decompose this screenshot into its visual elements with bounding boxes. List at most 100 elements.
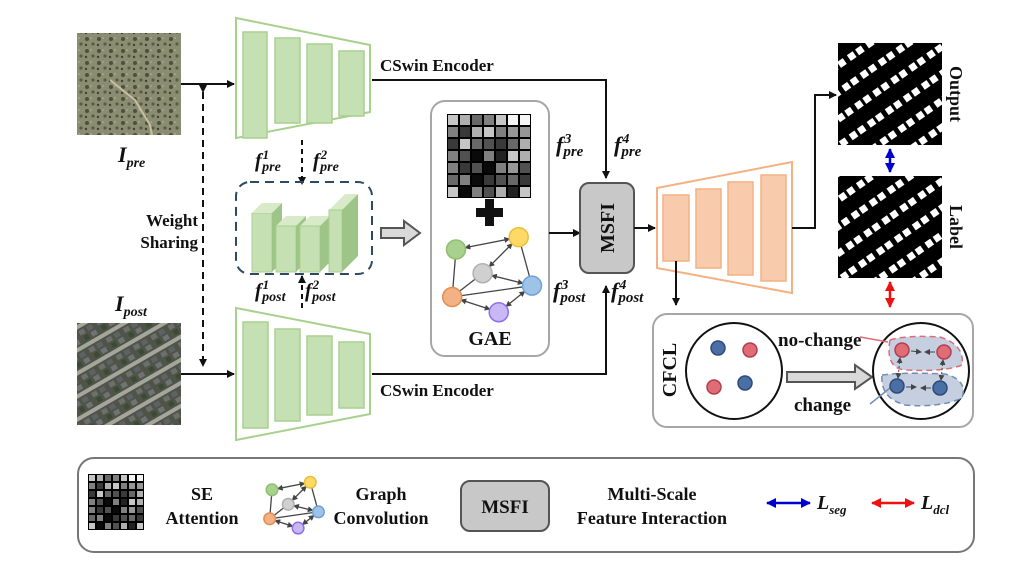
matrix-cell bbox=[484, 139, 494, 149]
graph-node bbox=[521, 275, 543, 296]
legend-graph-label-2: Convolution bbox=[333, 508, 428, 528]
matrix-cell bbox=[484, 151, 494, 161]
matrix-cell bbox=[448, 187, 458, 197]
matrix-cell bbox=[472, 139, 482, 149]
post-image-label: Ipost bbox=[114, 291, 148, 320]
post-image bbox=[77, 323, 181, 425]
graph-edge bbox=[464, 237, 511, 250]
matrix-cell bbox=[97, 507, 103, 513]
matrix-cell bbox=[460, 151, 470, 161]
matrix-cell bbox=[484, 127, 494, 137]
matrix-cell bbox=[105, 515, 111, 521]
bottom-encoder-label: CSwin Encoder bbox=[380, 381, 494, 400]
matrix-cell bbox=[105, 491, 111, 497]
matrix-cell bbox=[113, 483, 119, 489]
graph-node bbox=[445, 239, 467, 260]
graph-edge bbox=[274, 519, 294, 528]
fusion-block bbox=[235, 181, 373, 275]
graph-node bbox=[488, 301, 509, 323]
label-label: Label bbox=[946, 205, 966, 249]
graph-node bbox=[291, 521, 305, 535]
graph-edge bbox=[276, 481, 306, 491]
matrix-cell bbox=[97, 475, 103, 481]
matrix-cell bbox=[508, 151, 518, 161]
matrix-cell bbox=[448, 151, 458, 161]
matrix-cell bbox=[496, 175, 506, 185]
matrix-cell bbox=[472, 175, 482, 185]
graph-edge bbox=[291, 485, 307, 501]
matrix-cell bbox=[496, 187, 506, 197]
matrix-cell bbox=[520, 175, 530, 185]
matrix-cell bbox=[496, 127, 506, 137]
matrix-cell bbox=[121, 507, 127, 513]
hollow-arrow bbox=[380, 219, 422, 247]
matrix-cell bbox=[97, 491, 103, 497]
msfi-label: MSFI bbox=[597, 203, 619, 253]
matrix-cell bbox=[121, 475, 127, 481]
top-encoder bbox=[235, 16, 371, 140]
graph-node bbox=[472, 263, 493, 284]
matrix-cell bbox=[460, 187, 470, 197]
matrix-cell bbox=[129, 515, 135, 521]
matrix-cell bbox=[105, 499, 111, 505]
matrix-cell bbox=[121, 515, 127, 521]
matrix-cell bbox=[137, 491, 143, 497]
se-attention-matrix bbox=[447, 114, 531, 198]
no-change-label: no-change bbox=[778, 330, 861, 351]
graph-edge bbox=[520, 246, 531, 277]
matrix-cell bbox=[121, 491, 127, 497]
matrix-cell bbox=[97, 523, 103, 529]
matrix-cell bbox=[137, 515, 143, 521]
matrix-cell bbox=[484, 175, 494, 185]
pre-image bbox=[77, 33, 181, 135]
graph-convolution-diagram bbox=[441, 226, 543, 323]
graph-node bbox=[508, 226, 529, 248]
matrix-cell bbox=[472, 187, 482, 197]
matrix-cell bbox=[113, 475, 119, 481]
matrix-cell bbox=[97, 499, 103, 505]
matrix-cell bbox=[113, 491, 119, 497]
output-label: Output bbox=[946, 66, 966, 122]
matrix-cell bbox=[460, 163, 470, 173]
graph-edge bbox=[452, 258, 456, 288]
graph-edge bbox=[461, 286, 523, 297]
matrix-cell bbox=[508, 175, 518, 185]
matrix-cell bbox=[137, 523, 143, 529]
matrix-cell bbox=[484, 187, 494, 197]
matrix-cell bbox=[508, 163, 518, 173]
legend-ldcl: Ldcl bbox=[920, 492, 949, 517]
matrix-cell bbox=[89, 523, 95, 529]
fusion-3d-blocks bbox=[251, 194, 358, 273]
graph-edge bbox=[488, 243, 513, 268]
matrix-cell bbox=[496, 115, 506, 125]
matrix-cell bbox=[472, 115, 482, 125]
weight-sharing-label: Weight bbox=[146, 211, 198, 230]
matrix-cell bbox=[448, 115, 458, 125]
legend-lseg: Lseg bbox=[816, 492, 847, 517]
matrix-cell bbox=[460, 115, 470, 125]
matrix-cell bbox=[520, 187, 530, 197]
matrix-cell bbox=[496, 151, 506, 161]
graph-edge bbox=[490, 273, 524, 285]
matrix-cell bbox=[520, 163, 530, 173]
matrix-cell bbox=[121, 499, 127, 505]
cfcl-hollow-arrow bbox=[786, 363, 874, 391]
change-label: change bbox=[794, 395, 851, 416]
matrix-cell bbox=[448, 163, 458, 173]
matrix-cell bbox=[121, 523, 127, 529]
matrix-cell bbox=[105, 475, 111, 481]
matrix-cell bbox=[137, 499, 143, 505]
matrix-cell bbox=[448, 139, 458, 149]
matrix-cell bbox=[113, 507, 119, 513]
legend-se-label: SE bbox=[191, 484, 213, 504]
matrix-cell bbox=[89, 483, 95, 489]
matrix-cell bbox=[508, 139, 518, 149]
matrix-cell bbox=[508, 187, 518, 197]
legend-se-label-2: Attention bbox=[166, 508, 239, 528]
matrix-cell bbox=[484, 115, 494, 125]
matrix-cell bbox=[121, 483, 127, 489]
legend-msfi-box-label: MSFI bbox=[481, 497, 529, 518]
